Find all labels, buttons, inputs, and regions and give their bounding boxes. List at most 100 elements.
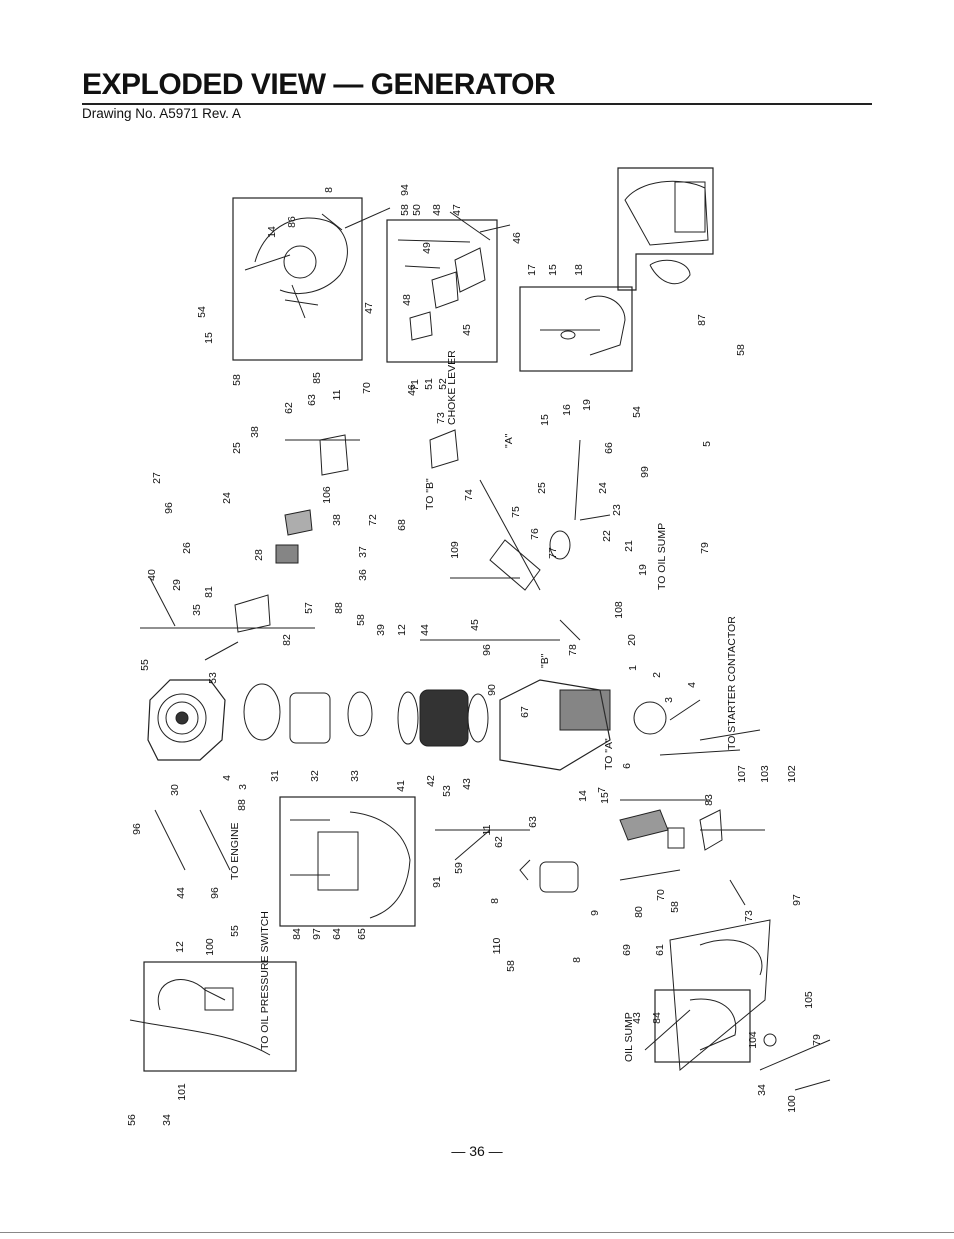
part-label: 53 [207,672,219,684]
part-label: 96 [131,823,143,835]
part-label: 53 [441,785,453,797]
part-label: 54 [196,306,208,318]
part-label: 77 [547,547,559,559]
footer-rule [0,1232,954,1233]
part-label: 91 [431,876,443,888]
part-label: 9 [589,910,601,916]
part-label: 50 [411,204,423,216]
part-label: 15 [539,414,551,426]
part-label: 56 [126,1114,138,1126]
callout-marker-a: "A" [503,433,515,448]
part-label: 31 [269,770,281,782]
part-label: 19 [581,399,593,411]
callout-to-oil-pressure-switch: TO OIL PRESSURE SWITCH [259,911,271,1050]
part-label: 3 [663,697,675,703]
part-label: 79 [811,1034,823,1046]
part-label: 81 [203,586,215,598]
callout-to-a: TO "A" [603,738,615,770]
callout-to-oil-sump: TO OIL SUMP [656,523,668,590]
part-label: 58 [231,374,243,386]
part-label: 43 [461,778,473,790]
part-label: 88 [236,799,248,811]
part-label: 73 [743,910,755,922]
part-label: 12 [396,624,408,636]
part-label: 72 [367,514,379,526]
part-label: 101 [176,1083,188,1101]
starter-motor [519,809,723,893]
part-label: 58 [399,204,411,216]
part-label: 44 [175,887,187,899]
part-label: 35 [191,604,203,616]
part-label: 88 [333,602,345,614]
part-label: 24 [597,482,609,494]
part-label: 62 [493,836,505,848]
part-label: 4 [686,682,698,688]
part-label: 18 [573,264,585,276]
part-label: 65 [356,928,368,940]
part-label: 41 [395,780,407,792]
part-label: 8 [571,957,583,963]
part-label: 100 [204,938,216,956]
part-label: 110 [491,937,503,954]
part-label: 103 [759,765,771,783]
part-label: 36 [357,569,369,581]
part-label: 96 [209,887,221,899]
part-label: 8 [323,187,335,193]
part-label: 96 [163,502,175,514]
part-label: 107 [736,765,748,783]
part-label: 48 [401,294,413,306]
part-label: 78 [567,644,579,656]
part-label: 96 [481,644,493,656]
part-label: 20 [626,634,638,646]
part-label: 1 [627,665,639,671]
part-label: 63 [306,394,318,406]
inset-control-panel [654,919,777,1071]
part-label: 59 [453,862,465,874]
part-label: 14 [266,226,278,238]
part-label: 85 [311,372,323,384]
part-label: 46 [406,384,418,396]
stator-rotor-assembly [243,679,667,771]
part-label: 16 [561,404,573,416]
part-label: 86 [286,216,298,228]
part-label: 106 [321,486,333,504]
part-label: 42 [425,775,437,787]
part-label: 4 [221,775,233,781]
part-label: 28 [253,549,265,561]
part-label: 82 [281,634,293,646]
part-label: 46 [511,232,523,244]
part-label: 55 [139,659,151,671]
inset-oil-pressure-switch [129,961,297,1072]
part-label: 38 [249,426,261,438]
part-label: 80 [633,906,645,918]
part-label: 5 [701,441,713,447]
inset-endbell-bracket [279,796,416,927]
part-label: 45 [469,619,481,631]
part-label: 84 [291,928,303,940]
inset-throttle-assembly [519,286,633,372]
part-label: 55 [229,925,241,937]
part-label: 8 [489,898,501,904]
part-label: 48 [431,204,443,216]
part-label: 100 [786,1095,798,1113]
part-label: 22 [601,530,613,542]
leader-lines [140,207,831,1091]
part-label: 97 [311,928,323,940]
part-label: 43 [631,1012,643,1024]
part-label: 64 [331,928,343,940]
part-label: 32 [309,770,321,782]
part-label: 67 [519,706,531,718]
part-label: 79 [699,542,711,554]
part-label: 71 [409,379,421,391]
part-label: 70 [655,889,667,901]
part-label: 47 [363,302,375,314]
part-label: 15 [547,264,559,276]
part-label: 69 [621,944,633,956]
part-label: 58 [355,614,367,626]
part-label: 66 [603,442,615,454]
part-label: 21 [623,540,635,552]
part-label: 70 [361,382,373,394]
part-label: 29 [171,579,183,591]
part-label: 27 [151,472,163,484]
